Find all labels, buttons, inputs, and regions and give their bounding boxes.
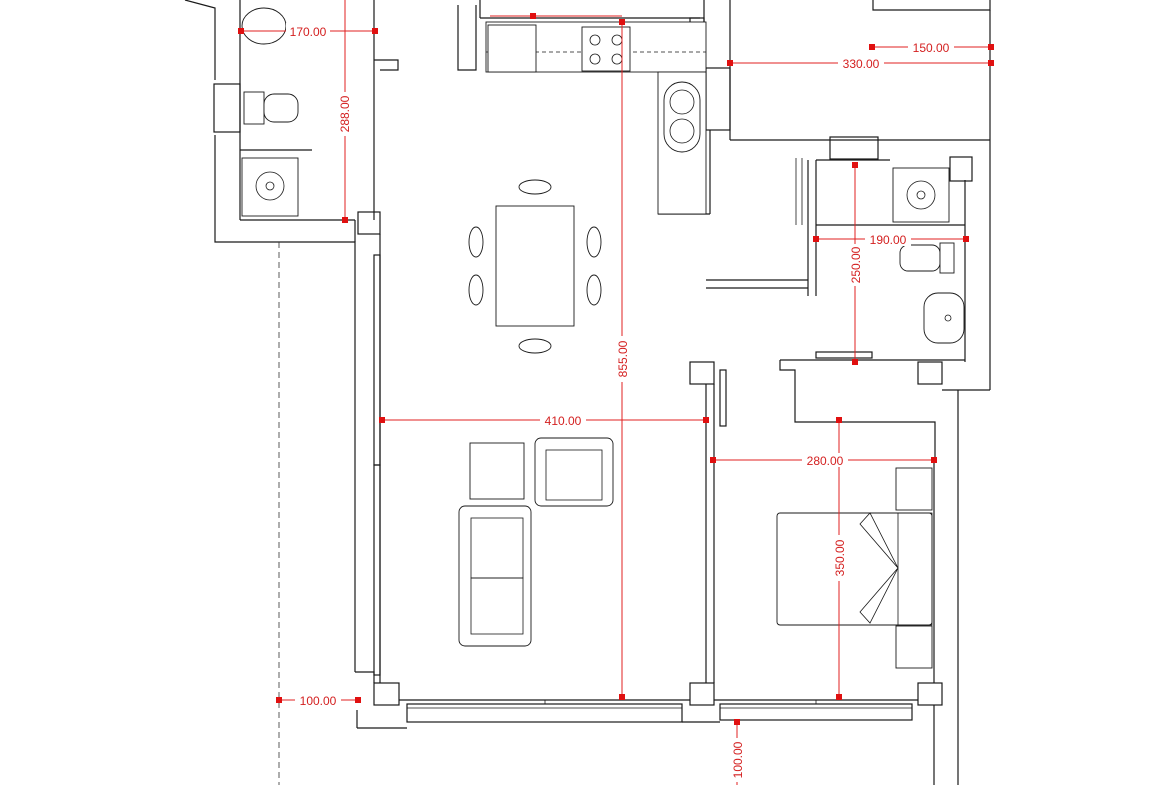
nightstand [895, 625, 933, 669]
dimension-markers [238, 13, 994, 725]
bathroom-2-fixtures [892, 167, 965, 344]
ottoman [469, 442, 525, 500]
toilet [243, 91, 265, 125]
chair [518, 179, 552, 195]
chair [586, 226, 602, 258]
washbasin [241, 7, 287, 45]
dim-kitchen-right: 330.00 [843, 57, 880, 71]
dim-balcony-left: 100.00 [300, 694, 337, 708]
dimension-labels: 170.00 288.00 150.00 330.00 190.00 250.0… [286, 23, 954, 782]
chair [468, 274, 484, 306]
fridge [487, 24, 537, 73]
bed [776, 512, 933, 626]
dim-living-width: 410.00 [545, 414, 582, 428]
dimension-lines [241, 0, 991, 785]
bedroom-furniture [776, 467, 933, 669]
dim-bath2-width: 190.00 [870, 233, 907, 247]
chair [586, 274, 602, 306]
toilet [899, 244, 941, 272]
dim-bath2-height: 250.00 [849, 246, 863, 283]
dim-bedroom-strip: 150.00 [913, 41, 950, 55]
dining-set [468, 179, 602, 354]
dim-bath-width: 170.00 [290, 25, 327, 39]
chair [518, 338, 552, 354]
sink [663, 81, 701, 153]
washbasin [923, 292, 965, 344]
dim-overall-height: 855.00 [616, 340, 630, 377]
nightstand [895, 467, 933, 511]
bathroom-1-fixtures [241, 7, 299, 217]
living-furniture [458, 437, 614, 647]
kitchen-furniture [485, 21, 707, 215]
stove [581, 26, 631, 72]
shower-tray [892, 167, 950, 223]
dim-bedroom-height: 350.00 [833, 539, 847, 576]
dining-table [495, 205, 575, 327]
dim-bedroom-width: 280.00 [807, 454, 844, 468]
shower-tray [241, 157, 299, 217]
walls [184, 0, 991, 785]
dim-bath-height: 288.00 [338, 95, 352, 132]
sofa [458, 505, 532, 647]
chair [468, 226, 484, 258]
armchair [534, 437, 614, 507]
dim-balcony-bottom: 100.00 [731, 741, 745, 778]
